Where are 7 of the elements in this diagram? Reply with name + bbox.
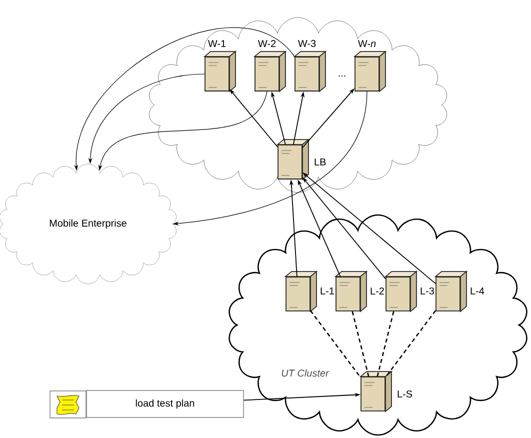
cloud-shape <box>148 17 448 193</box>
dashed-line <box>310 310 362 378</box>
dashed-line <box>384 310 436 378</box>
dashed-line <box>352 311 370 377</box>
ellipsis: ... <box>338 75 346 77</box>
dashed-line <box>376 311 394 377</box>
text-box: load test plan <box>86 390 244 418</box>
